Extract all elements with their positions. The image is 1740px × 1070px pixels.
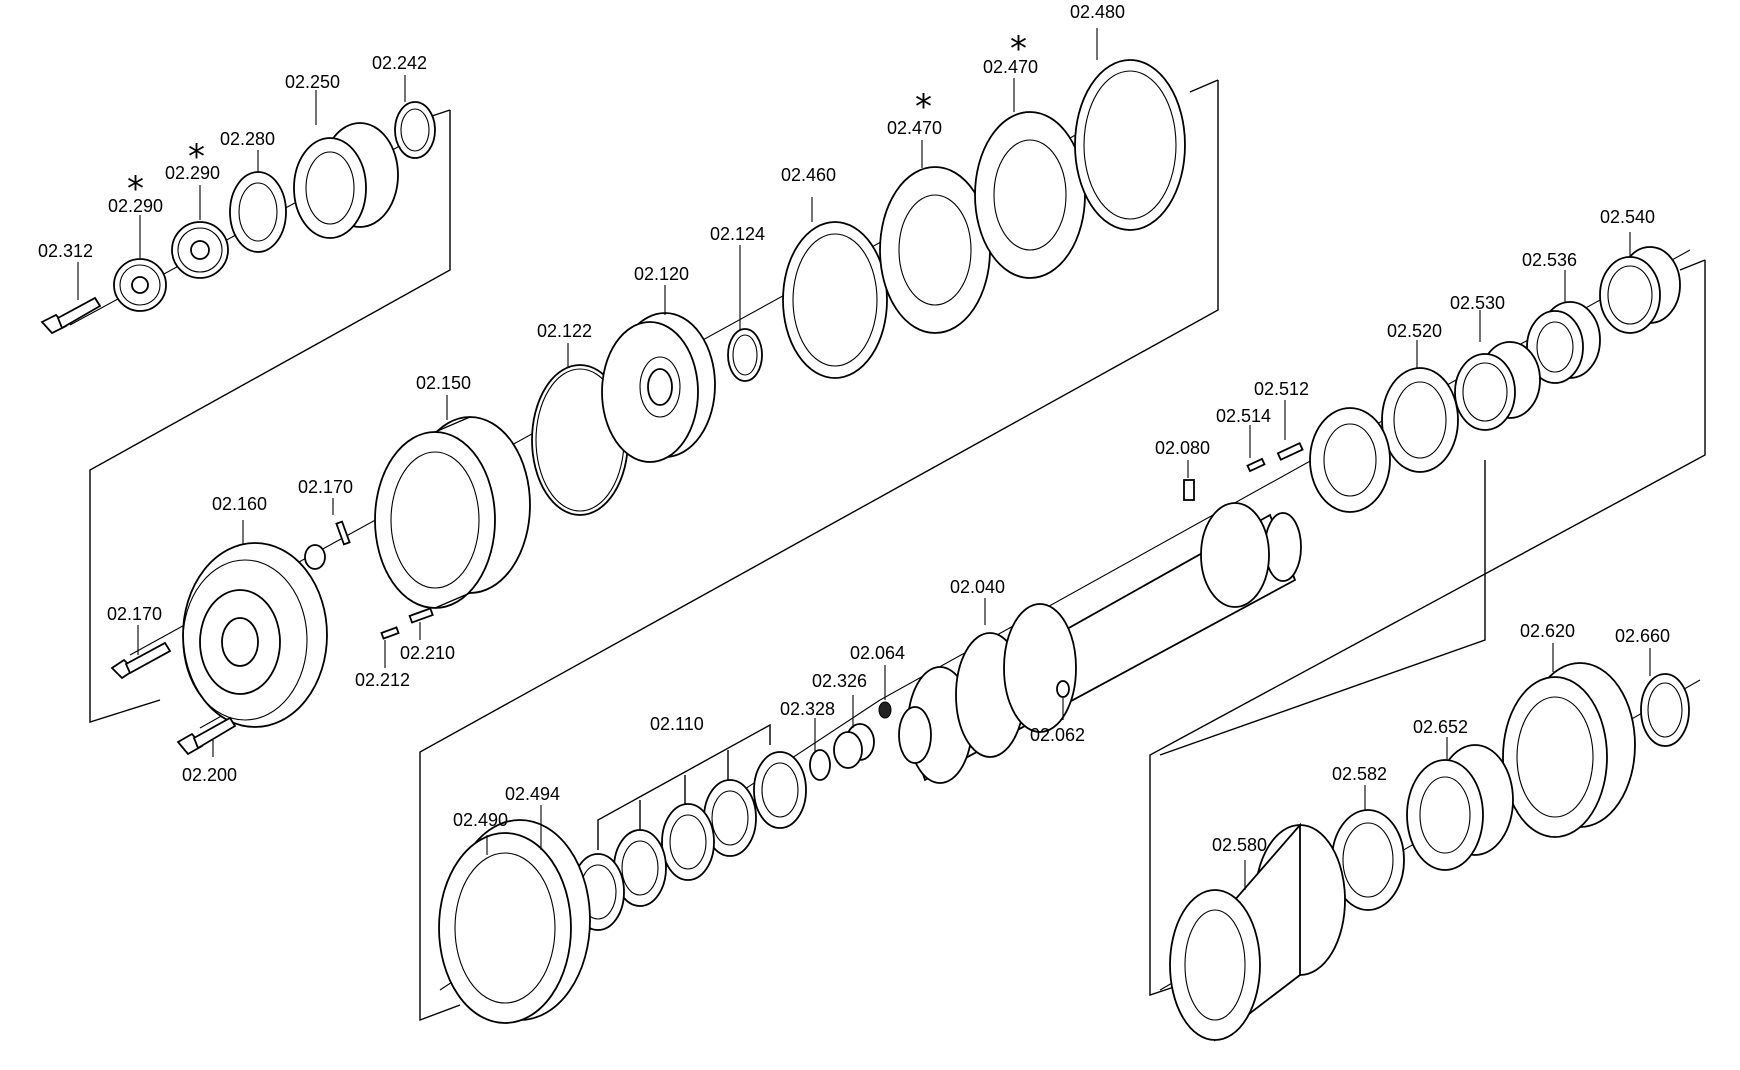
asterisk-marker-470-b: * <box>1010 29 1027 69</box>
housing-02-620 <box>1502 662 1636 838</box>
asterisk-marker-290-a: * <box>127 169 144 209</box>
label-02-040: 02.040 <box>950 577 1005 597</box>
label-02-494: 02.494 <box>505 784 560 804</box>
bushing-02-326 <box>833 723 875 769</box>
friction-disc-02-470-b <box>974 111 1086 279</box>
carrier-02-150 <box>374 416 531 609</box>
label-02-580: 02.580 <box>1212 835 1267 855</box>
label-02-064: 02.064 <box>850 643 905 663</box>
leader-lines <box>77 28 1651 890</box>
label-02-480: 02.480 <box>1070 2 1125 22</box>
pin-02-170 <box>304 520 351 570</box>
label-02-490: 02.490 <box>453 810 508 830</box>
label-02-124: 02.124 <box>710 224 765 244</box>
label-02-290-b: 02.290 <box>165 163 220 183</box>
plug-02-062 <box>1056 680 1070 698</box>
label-02-540: 02.540 <box>1600 207 1655 227</box>
bearing-02-250 <box>293 122 399 239</box>
label-02-470-b: 02.470 <box>983 57 1038 77</box>
friction-disc-02-470-a <box>879 166 991 334</box>
label-02-290-a: 02.290 <box>108 196 163 216</box>
bearing-02-652 <box>1406 744 1514 871</box>
pin-02-512 <box>1276 442 1304 461</box>
snap-ring-02-242 <box>394 101 436 159</box>
gear-02-290-b <box>171 221 229 279</box>
snap-ring-02-328 <box>809 749 831 781</box>
pin-02-514 <box>1246 457 1266 473</box>
asterisk-marker-470-a: * <box>915 87 932 127</box>
label-02-110: 02.110 <box>650 714 704 734</box>
nut-02-660 <box>1640 673 1690 747</box>
piston-02-120 <box>601 312 716 463</box>
label-02-620: 02.620 <box>1520 621 1575 641</box>
group-frame-right <box>1149 259 1706 996</box>
label-02-582: 02.582 <box>1332 764 1387 784</box>
label-02-080: 02.080 <box>1155 438 1210 458</box>
asterisk-marker-290-b: * <box>188 137 205 177</box>
label-02-328: 02.328 <box>780 699 835 719</box>
seal-carrier-02-512 <box>1309 407 1391 513</box>
disc-02-520 <box>1381 367 1459 473</box>
label-02-120: 02.120 <box>634 264 689 284</box>
bushing-02-530 <box>1454 341 1541 431</box>
bushing-02-540 <box>1599 246 1681 334</box>
label-02-170-a: 02.170 <box>298 477 353 497</box>
label-02-122: 02.122 <box>537 321 592 341</box>
label-02-160: 02.160 <box>212 494 267 514</box>
pin-02-210 <box>408 607 434 624</box>
label-02-242: 02.242 <box>372 53 427 73</box>
plug-02-064 <box>878 701 892 719</box>
gear-02-160 <box>182 542 328 728</box>
pin-02-212 <box>380 626 400 640</box>
plate-02-480 <box>1074 59 1186 231</box>
label-02-652: 02.652 <box>1413 717 1468 737</box>
gear-02-580 <box>1169 822 1346 1042</box>
label-02-326: 02.326 <box>812 671 867 691</box>
label-02-512: 02.512 <box>1254 379 1309 399</box>
label-02-250: 02.250 <box>285 72 340 92</box>
label-02-514: 02.514 <box>1216 406 1271 426</box>
shaft-02-040 <box>898 502 1302 784</box>
ring-02-280 <box>229 171 287 253</box>
label-02-170-b: 02.170 <box>107 604 162 624</box>
plate-02-460 <box>782 221 888 379</box>
snap-ring-02-124 <box>727 328 763 382</box>
label-02-660: 02.660 <box>1615 626 1670 646</box>
bolt-02-170 <box>110 641 172 680</box>
bolt-02-200 <box>176 716 237 756</box>
shim-set-02-110 <box>571 751 807 931</box>
label-02-520: 02.520 <box>1387 321 1442 341</box>
label-02-312: 02.312 <box>38 241 93 261</box>
label-02-530: 02.530 <box>1450 293 1505 313</box>
label-02-212: 02.212 <box>355 670 410 690</box>
ring-gear-02-490 <box>438 819 591 1024</box>
bolt-02-312 <box>40 296 102 335</box>
label-02-200: 02.200 <box>182 765 237 785</box>
ring-02-536 <box>1526 301 1601 384</box>
label-02-470-a: 02.470 <box>887 118 942 138</box>
label-02-210: 02.210 <box>400 643 455 663</box>
label-02-150: 02.150 <box>416 373 471 393</box>
label-02-460: 02.460 <box>781 165 836 185</box>
group-frame-bottom-right <box>1159 460 1486 756</box>
label-02-280: 02.280 <box>220 129 275 149</box>
gear-02-290-a <box>113 258 167 312</box>
label-02-536: 02.536 <box>1522 250 1577 270</box>
bracket-02-110 <box>597 723 771 850</box>
group-frame-center <box>419 79 1219 1022</box>
pin-02-080 <box>1183 479 1195 501</box>
label-02-062: 02.062 <box>1030 725 1085 745</box>
